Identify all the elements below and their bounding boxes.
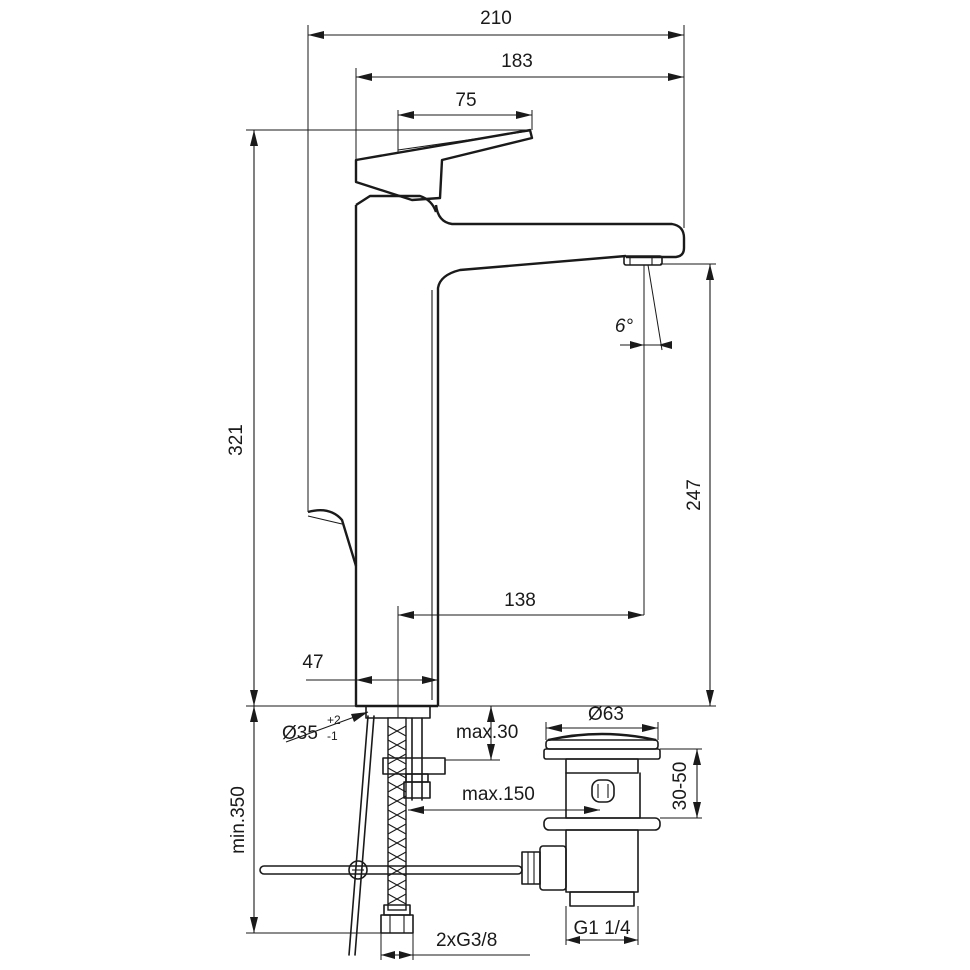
dim-label-47: 47 <box>302 652 323 673</box>
dimension-waste-thread: G1 1/4 <box>565 906 639 945</box>
dim-label-g38: 2xG3/8 <box>436 930 497 951</box>
dimension-321: 321 <box>226 129 716 707</box>
dimension-connection-thread: 2xG3/8 <box>380 930 530 960</box>
dimension-210: 210 <box>307 8 685 512</box>
dim-label-210: 210 <box>480 8 512 29</box>
dim-label-max30: max.30 <box>456 722 518 743</box>
dim-label-min350: min.350 <box>228 786 249 854</box>
waste-valve <box>521 732 661 907</box>
dimension-waste-diameter: Ø63 <box>545 704 659 740</box>
dim-label-g114: G1 1/4 <box>573 918 630 939</box>
drain-lever <box>307 509 358 567</box>
dimension-47: 47 <box>302 652 438 684</box>
dim-label-138: 138 <box>504 590 536 611</box>
faucet-lever <box>354 128 534 202</box>
dim-label-6deg: 6° <box>615 316 634 337</box>
dimension-angle-6: 6° <box>615 264 672 615</box>
dim-label-321: 321 <box>226 424 247 456</box>
dimension-hose-length: max.150 <box>408 784 600 814</box>
dim-label-183: 183 <box>501 51 533 72</box>
faucet-body <box>354 194 686 708</box>
dim-label-d35-minus: -1 <box>327 729 338 743</box>
dim-label-30-50: 30-50 <box>670 762 691 811</box>
dim-label-d35-plus: +2 <box>327 713 341 727</box>
dim-label-max150: max.150 <box>462 784 535 805</box>
dimension-hole-diameter: Ø35 +2 -1 <box>282 711 369 744</box>
dimension-waste-range: 30-50 <box>660 748 702 819</box>
dimension-min-length: min.350 <box>228 706 382 934</box>
dimension-deck-thickness: max.30 <box>445 706 518 761</box>
dimension-75: 75 <box>397 90 533 152</box>
dim-label-247: 247 <box>684 479 705 511</box>
mounting-assembly <box>259 705 523 956</box>
dim-label-d63: Ø63 <box>588 704 624 725</box>
dimension-183: 183 <box>355 51 684 160</box>
dimension-138: 138 <box>397 590 644 722</box>
dim-label-75: 75 <box>455 90 476 111</box>
dim-label-d35: Ø35 <box>282 723 318 744</box>
dimension-247: 247 <box>660 263 716 706</box>
